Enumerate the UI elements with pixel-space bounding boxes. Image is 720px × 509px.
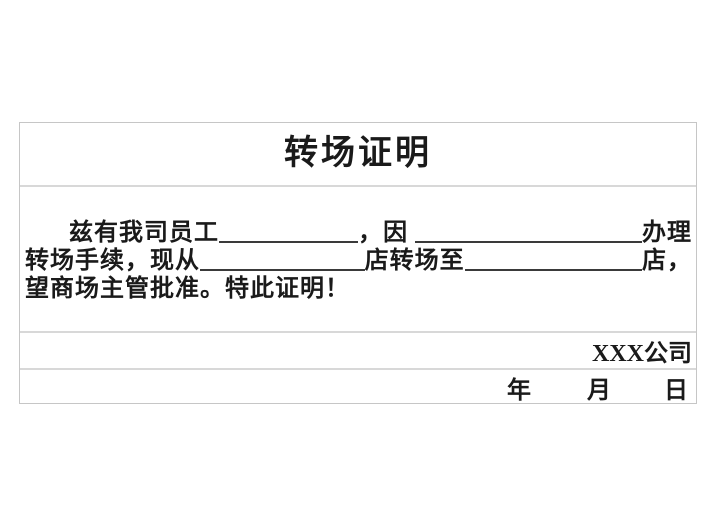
date-month-label: 月 <box>587 378 611 404</box>
body-text-employee-prefix: 兹有我司员工 <box>69 220 219 246</box>
date-year-label: 年 <box>507 378 531 404</box>
body-text-reason-prefix: ，因 <box>358 220 416 246</box>
reason-blank[interactable] <box>415 241 642 243</box>
body-text-procedure-prefix: 转场手续，现从 <box>25 248 200 274</box>
date-row: 年 月 日 <box>20 370 696 405</box>
employee-name-blank[interactable] <box>219 241 359 243</box>
company-row: XXX公司 <box>20 333 696 370</box>
body-text-handle: 办理 <box>642 220 692 246</box>
body-text-store-suffix: 店， <box>642 248 692 274</box>
body-line-2: 转场手续，现从 店转场至 店， <box>25 247 692 275</box>
body-text-closing: 望商场主管批准。特此证明！ <box>25 276 350 302</box>
title-row: 转场证明 <box>20 123 696 187</box>
body-line-1: 兹有我司员工 ，因 办理 <box>25 219 692 247</box>
date-day-label: 日 <box>664 378 688 404</box>
from-store-blank[interactable] <box>200 269 365 271</box>
body-line-3: 望商场主管批准。特此证明！ <box>25 275 692 303</box>
body-text-transfer-to: 店转场至 <box>364 248 465 274</box>
company-name: XXX公司 <box>592 341 692 367</box>
certificate-table: 转场证明 兹有我司员工 ，因 办理 转场手续，现从 店转场至 店， 望商场主管批… <box>19 122 697 404</box>
page-title: 转场证明 <box>284 135 432 172</box>
body-row: 兹有我司员工 ，因 办理 转场手续，现从 店转场至 店， 望商场主管批准。特此证… <box>20 187 696 333</box>
to-store-blank[interactable] <box>464 269 642 271</box>
